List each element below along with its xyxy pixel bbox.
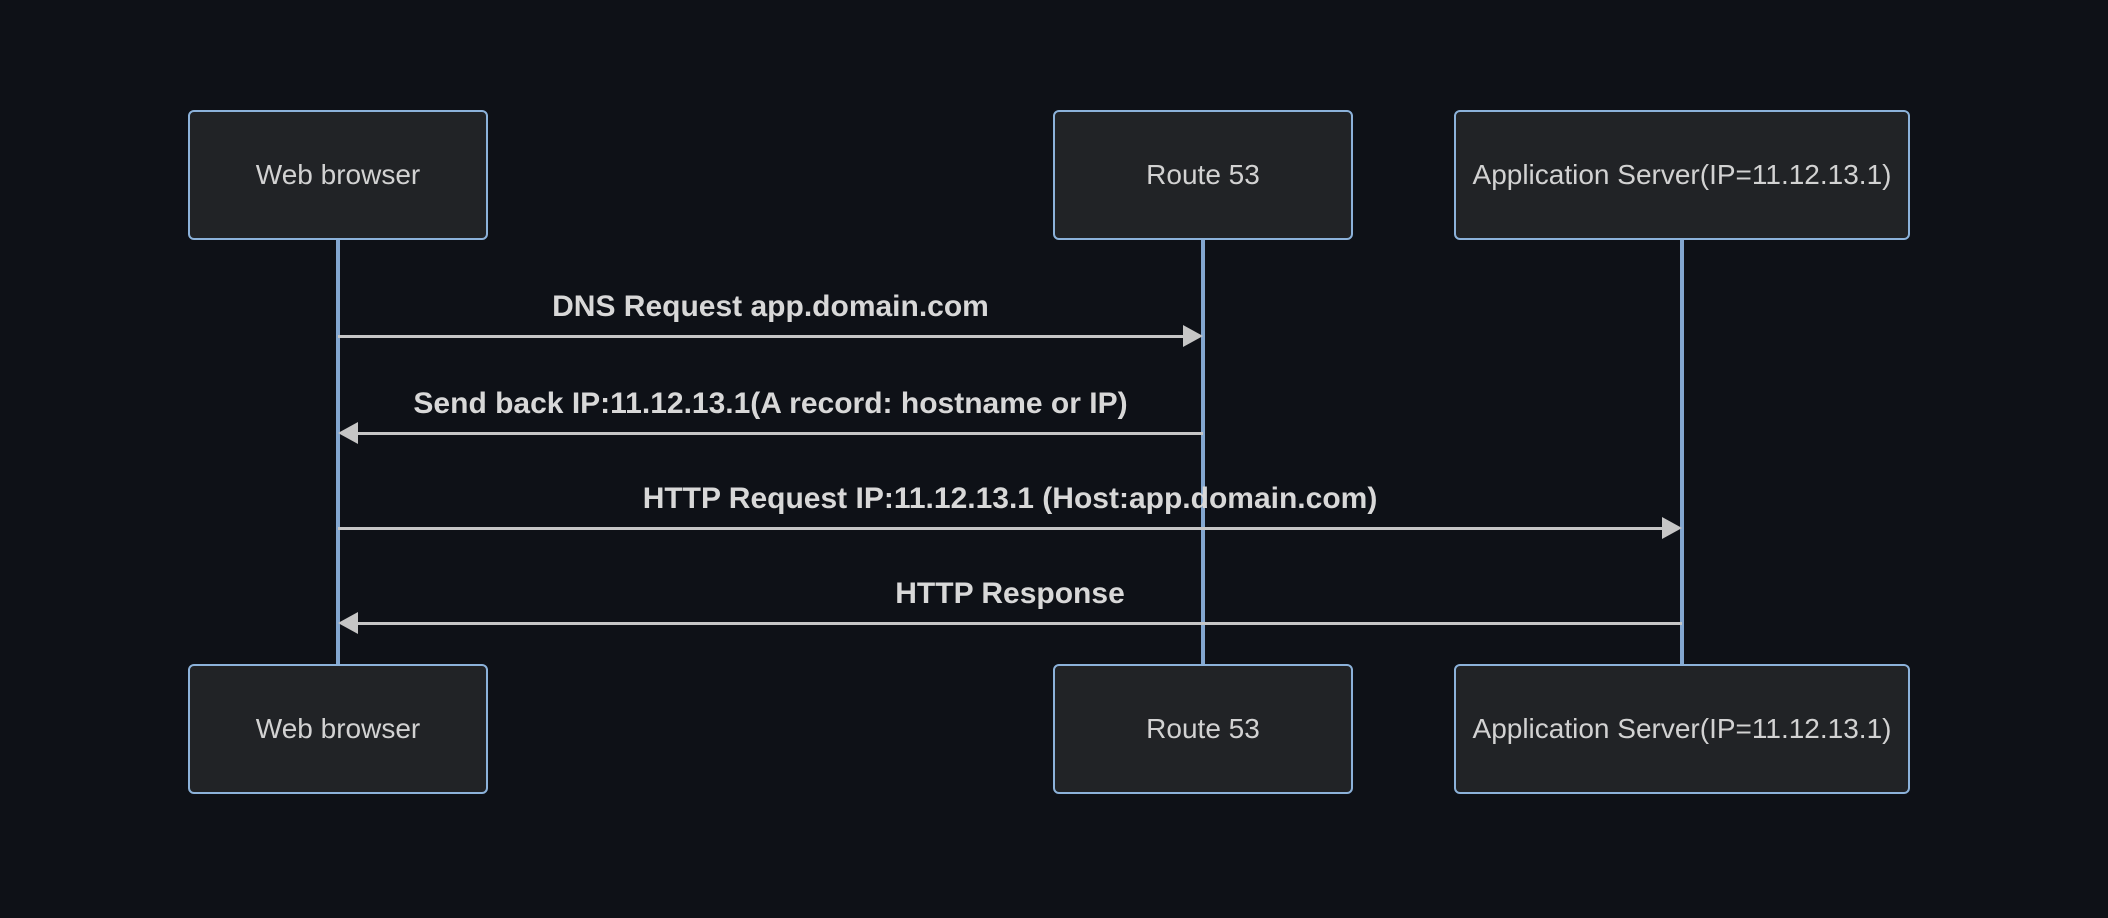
lifeline-web-browser [336,240,340,664]
actor-label-web-browser: Web browser [255,159,421,190]
actor-box-app-server-top: Application Server(IP=11.12.13.1) [1454,110,1910,240]
actor-box-web-browser-top: Web browser [188,110,488,240]
lifeline-app-server [1680,240,1684,664]
message-label-send-back-ip: Send back IP:11.12.13.1(A record: hostna… [413,387,1128,420]
message-label-http-request: HTTP Request IP:11.12.13.1 (Host:app.dom… [642,482,1378,515]
message-line-dns-request [338,335,1185,338]
message-line-http-response [358,622,1682,625]
actor-label-app-server: Application Server(IP=11.12.13.1) [1472,159,1892,190]
arrowhead-left-icon [338,422,358,444]
actor-box-route53-bottom: Route 53 [1053,664,1353,794]
message-line-http-request [338,527,1664,530]
arrowhead-right-icon [1183,325,1203,347]
arrowhead-left-icon [338,612,358,634]
actor-label-route53: Route 53 [1146,159,1260,190]
actor-box-route53-top: Route 53 [1053,110,1353,240]
actor-label-app-server: Application Server(IP=11.12.13.1) [1472,713,1892,744]
actor-box-app-server-bottom: Application Server(IP=11.12.13.1) [1454,664,1910,794]
lifeline-route53 [1201,240,1205,664]
message-line-send-back-ip [358,432,1203,435]
message-label-http-response: HTTP Response [895,577,1125,610]
actor-label-web-browser: Web browser [255,713,421,744]
actor-box-web-browser-bottom: Web browser [188,664,488,794]
actor-label-route53: Route 53 [1146,713,1260,744]
message-label-dns-request: DNS Request app.domain.com [552,290,989,323]
arrowhead-right-icon [1662,517,1682,539]
